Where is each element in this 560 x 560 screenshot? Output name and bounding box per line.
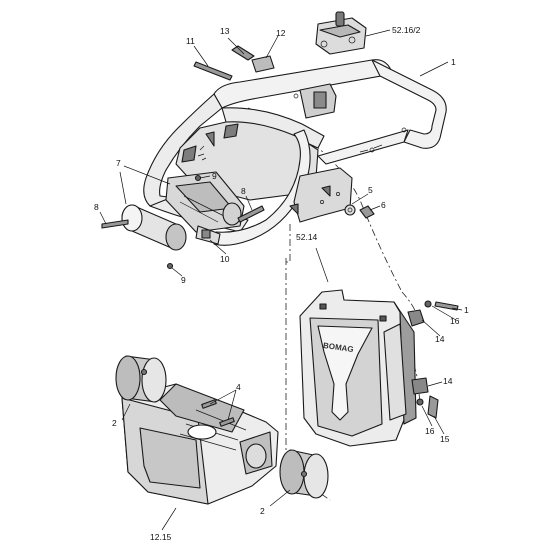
leader-lines [99, 29, 463, 531]
control-unit [315, 11, 367, 55]
wheel-left [115, 355, 167, 403]
callout-bolt-left: 8 [94, 202, 99, 212]
callout-labels: 1 1 2 2 4 5 6 7 8 8 9 9 10 11 12 13 14 1… [94, 25, 469, 542]
callout-bumper: 7 [116, 158, 121, 168]
callout-wingnut: 13 [220, 26, 230, 36]
callout-frame: 1 [451, 57, 456, 67]
brand-logo: BOMAG [323, 341, 355, 354]
wheel-right [279, 449, 329, 499]
callout-wheel-right: 2 [260, 506, 265, 516]
callout-ref-housing: 12.15 [150, 532, 172, 542]
callout-nut-lower: 16 [425, 426, 435, 436]
callout-clip-lower: 14 [443, 376, 453, 386]
handle-frame [143, 59, 447, 246]
base-housing [121, 383, 279, 505]
callout-clamp: 12 [276, 28, 286, 38]
bumper-assembly [121, 171, 245, 251]
callout-ref-top: 52.16/2 [392, 25, 421, 35]
callout-ref-shroud: 52.14 [296, 232, 318, 242]
callout-bolt-center: 8 [241, 186, 246, 196]
callout-clip-upper: 14 [435, 334, 445, 344]
callout-pin-top: 9 [212, 171, 217, 181]
callout-nut-upper: 16 [450, 316, 460, 326]
callout-screw-lower: 15 [440, 434, 450, 444]
hardware [101, 45, 459, 419]
callout-washer: 5 [368, 185, 373, 195]
callout-screw-top: 11 [186, 36, 195, 46]
engine-shroud: BOMAG [299, 289, 417, 447]
callout-pin-bottom: 9 [181, 275, 186, 285]
callout-frame-bolt: 1 [464, 305, 469, 315]
callout-nut: 6 [381, 200, 386, 210]
callout-wheel-left: 2 [112, 418, 117, 428]
callout-bracket: 10 [220, 254, 230, 264]
callout-bolts-housing: 4 [236, 382, 241, 392]
